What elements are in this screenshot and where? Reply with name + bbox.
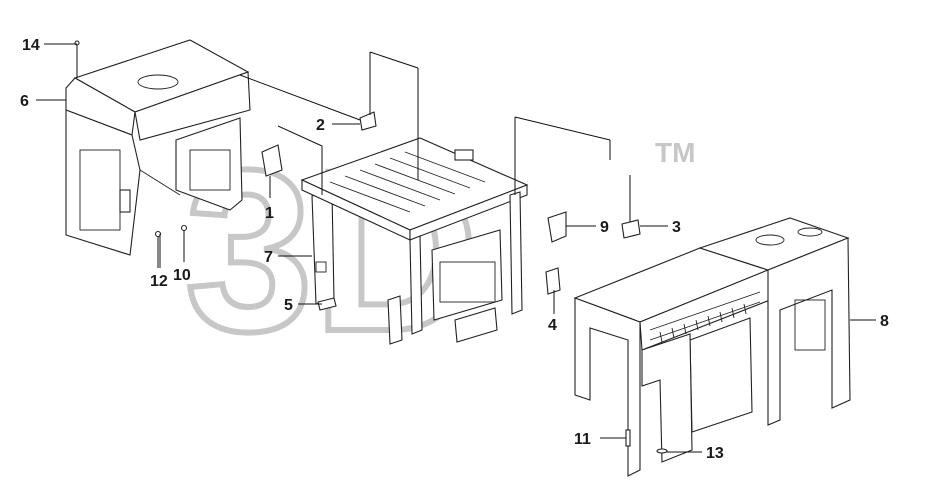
callout-7: 7 <box>264 249 273 266</box>
callout-5: 5 <box>284 297 293 314</box>
callout-1: 1 <box>265 205 274 222</box>
callout-3: 3 <box>672 219 681 236</box>
pin-11 <box>625 429 631 447</box>
callout-10: 10 <box>173 267 191 284</box>
callout-11: 11 <box>574 431 591 448</box>
bracket-4 <box>545 267 561 295</box>
leg-7 <box>311 191 335 305</box>
callout-8: 8 <box>880 313 889 330</box>
bracket-9 <box>547 211 567 243</box>
plate-5 <box>317 297 337 311</box>
housing-left <box>65 39 251 256</box>
table-center <box>300 137 529 345</box>
bracket-2 <box>359 111 377 131</box>
washer-13 <box>656 448 668 454</box>
callout-4: 4 <box>548 317 557 334</box>
leader-lines <box>36 43 876 453</box>
bracket-3 <box>621 219 641 239</box>
callout-13: 13 <box>706 445 724 462</box>
bracket-1 <box>261 144 283 177</box>
callout-14: 14 <box>22 37 40 54</box>
callout-2: 2 <box>316 117 325 134</box>
watermark-tm: TM <box>655 137 695 168</box>
guide-lines <box>239 51 631 222</box>
pin-14 <box>74 40 80 78</box>
housing-right <box>573 217 851 477</box>
callout-labels: 14 6 2 1 7 5 12 10 9 3 4 8 11 13 <box>20 37 889 462</box>
callout-12: 12 <box>150 273 168 290</box>
callout-6: 6 <box>20 93 29 110</box>
vent-slots <box>659 303 747 343</box>
callout-9: 9 <box>600 219 609 236</box>
